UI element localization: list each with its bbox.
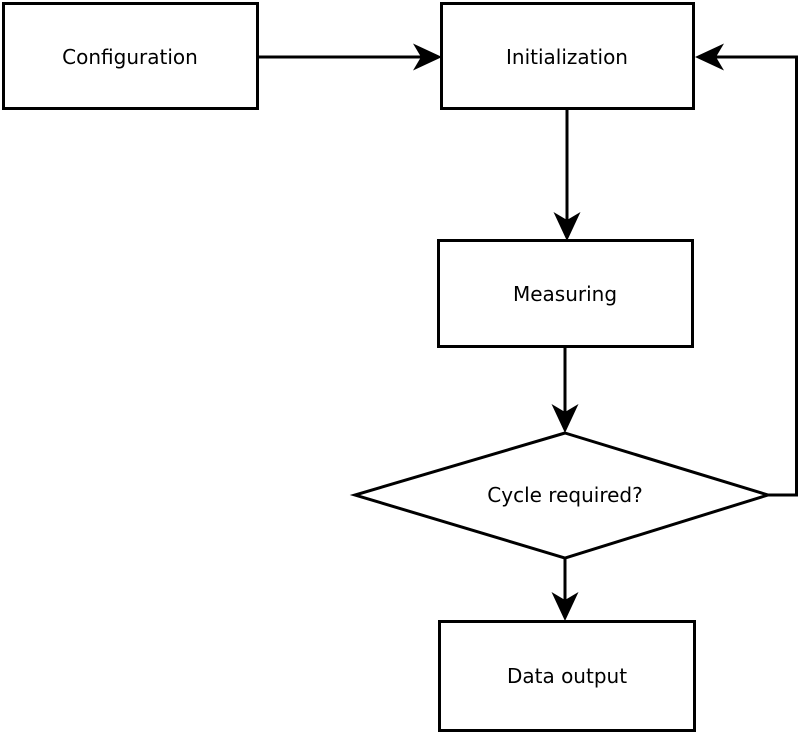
edge-initialization-to-measuring: [553, 109, 581, 241]
arrowhead-down-icon: [551, 592, 579, 621]
initialization-label: Initialization: [506, 45, 628, 69]
node-configuration: Configuration: [2, 2, 259, 110]
node-cycle-required: Cycle required?: [349, 431, 774, 560]
arrowhead-left-icon: [695, 43, 724, 71]
measuring-box: [437, 239, 694, 348]
edge-measuring-to-cycle-required: [551, 347, 579, 433]
data-output-box: [438, 620, 696, 732]
cycle-required-label: Cycle required?: [487, 483, 642, 507]
edge-configuration-to-initialization: [257, 43, 442, 71]
cycle-required-diamond: [349, 431, 774, 560]
configuration-box: [2, 2, 259, 110]
node-data-output: Data output: [438, 620, 696, 732]
edge-cycle-required-to-data-output: [551, 558, 579, 621]
node-initialization: Initialization: [440, 2, 695, 110]
edge-line: [716, 55, 798, 497]
data-output-label: Data output: [507, 664, 627, 688]
edge-cycle-required-to-initialization-loop: [695, 43, 798, 497]
node-measuring: Measuring: [437, 239, 694, 348]
arrowhead-right-icon: [413, 43, 442, 71]
arrowhead-down-icon: [551, 404, 579, 433]
measuring-label: Measuring: [513, 282, 617, 306]
configuration-label: Configuration: [62, 45, 198, 69]
arrowhead-down-icon: [553, 212, 581, 241]
initialization-box: [440, 2, 695, 110]
